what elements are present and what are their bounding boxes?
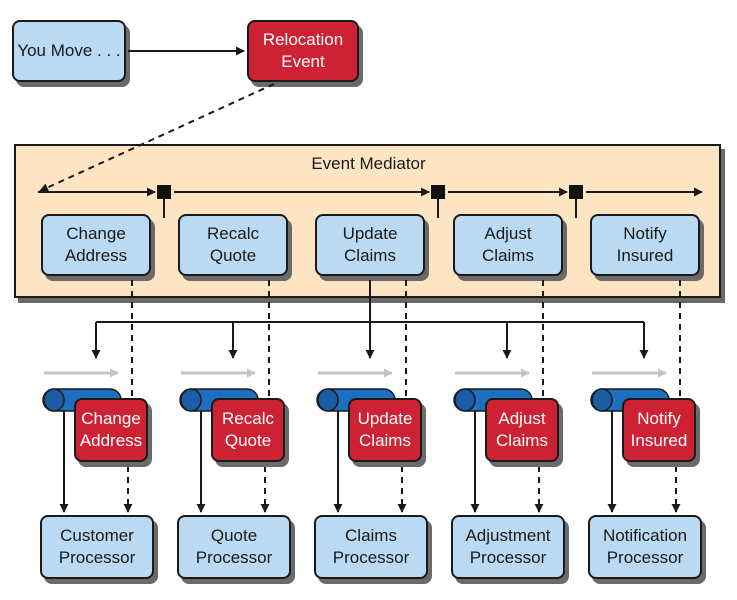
channel-event-recalc-quote: Recalc Quote bbox=[211, 398, 285, 462]
notification-processor-box: Notification Processor bbox=[588, 515, 702, 579]
quote-processor-box: Quote Processor bbox=[177, 515, 291, 579]
mediator-step-adjust-claims: Adjust Claims bbox=[453, 214, 563, 276]
mediator-step-notify-insured: Notify Insured bbox=[590, 214, 700, 276]
event-mediator-title: Event Mediator bbox=[311, 154, 426, 173]
relocation-event-box: Relocation Event bbox=[247, 20, 359, 82]
claims-processor-box: Claims Processor bbox=[314, 515, 428, 579]
channel-event-adjust-claims: Adjust Claims bbox=[485, 398, 559, 462]
channel-event-notify-insured: Notify Insured bbox=[622, 398, 696, 462]
mediator-step-update-claims: Update Claims bbox=[315, 214, 425, 276]
channel-to-processor-arrows bbox=[59, 411, 617, 513]
sync-gate bbox=[157, 185, 171, 218]
mediator-step-change-address: Change Address bbox=[41, 214, 151, 276]
dispatch-connector bbox=[91, 280, 649, 359]
customer-processor-box: Customer Processor bbox=[40, 515, 154, 579]
channel-event-change-address: Change Address bbox=[74, 398, 148, 462]
event-to-mediator-dashed-arrow bbox=[39, 83, 275, 192]
response-dashed-connectors bbox=[123, 280, 681, 513]
channel-event-update-claims: Update Claims bbox=[348, 398, 422, 462]
you-move-box: You Move . . . bbox=[12, 20, 126, 82]
mediator-step-recalc-quote: Recalc Quote bbox=[178, 214, 288, 276]
sync-gate bbox=[569, 185, 583, 218]
sync-gate bbox=[431, 185, 445, 218]
adjustment-processor-box: Adjustment Processor bbox=[451, 515, 565, 579]
